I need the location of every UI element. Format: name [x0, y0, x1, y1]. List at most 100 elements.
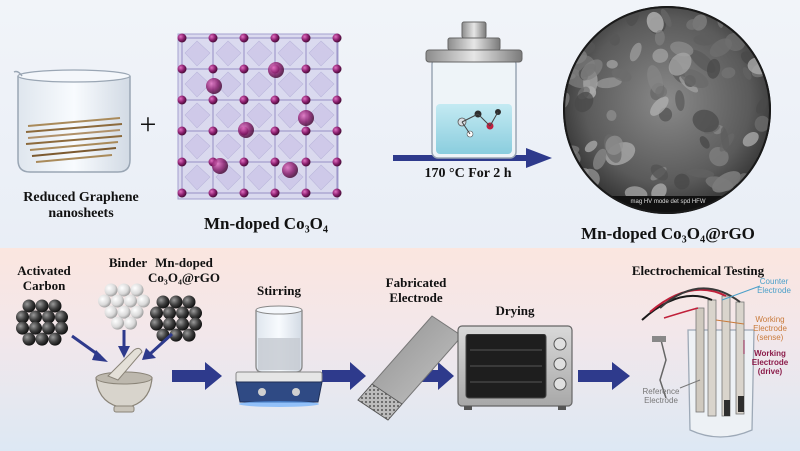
- fabricated-electrode: [357, 315, 463, 421]
- lattice-atom: [301, 157, 311, 167]
- octahedron: [308, 71, 335, 98]
- octahedron: [184, 102, 211, 129]
- ball: [182, 295, 196, 309]
- sem-particle: [754, 115, 770, 132]
- octahedron: [246, 71, 273, 98]
- sem-particle: [668, 52, 692, 76]
- ball: [98, 294, 111, 308]
- sem-particle: [611, 68, 632, 82]
- sem-particle: [679, 68, 709, 88]
- lattice-atom: [270, 95, 280, 105]
- lattice-atom: [270, 126, 280, 136]
- ball: [48, 332, 62, 346]
- ball: [48, 299, 62, 313]
- octahedron: [184, 40, 211, 67]
- sem-particle: [596, 77, 622, 89]
- ball: [104, 305, 118, 319]
- stirring-label: Stirring: [256, 283, 302, 298]
- sem-particle: [606, 59, 618, 69]
- crystal-lattice: [177, 33, 342, 200]
- sem-particle: [650, 164, 669, 181]
- lattice-atom: [332, 157, 342, 167]
- sem-particle: [706, 58, 721, 79]
- ball: [29, 310, 42, 324]
- sem-particle: [605, 135, 624, 155]
- lattice-atom: [177, 188, 187, 198]
- sem-particle: [720, 127, 730, 153]
- ball: [124, 316, 137, 330]
- ball: [35, 299, 49, 313]
- mix-arrows: [71, 330, 174, 362]
- lattice-atom: [239, 95, 249, 105]
- octahedron: [308, 102, 335, 129]
- product-label: Mn-doped Co₃O₄@rGO: [581, 224, 755, 243]
- sem-particle: [755, 170, 770, 185]
- octahedron: [246, 164, 273, 191]
- dopant-atom: [268, 62, 284, 78]
- lattice-atom: [301, 126, 311, 136]
- sem-particle: [650, 96, 669, 116]
- sem-particle: [705, 176, 734, 191]
- electrochemical-cell: [641, 285, 761, 438]
- sem-particle: [742, 21, 757, 35]
- sem-particle: [686, 18, 700, 30]
- ball: [117, 305, 131, 319]
- sem-particle: [674, 173, 690, 190]
- ball: [150, 317, 163, 331]
- lattice-atom: [208, 126, 218, 136]
- lattice-atom: [332, 95, 342, 105]
- sem-image: [563, 6, 771, 214]
- sem-particle: [568, 7, 596, 23]
- lattice-atom: [332, 33, 342, 43]
- sem-particle: [660, 8, 672, 27]
- ball: [22, 299, 36, 313]
- sem-particle: [580, 59, 603, 81]
- octahedron: [277, 40, 304, 67]
- lattice-atom: [208, 95, 218, 105]
- sem-particle: [654, 30, 665, 46]
- lattice-atom: [208, 33, 218, 43]
- ball: [111, 316, 124, 330]
- octahedron: [246, 102, 273, 129]
- sem-particle: [646, 11, 664, 33]
- octahedron: [184, 71, 211, 98]
- mortar-pestle: [95, 347, 153, 413]
- graphene-sheets: [25, 117, 123, 163]
- ball: [124, 294, 137, 308]
- octahedron: [246, 133, 273, 160]
- sem-particle: [609, 33, 620, 46]
- dopant-atom: [212, 158, 228, 174]
- sem-particle: [564, 39, 585, 47]
- working-drive-label: Working Electrode (drive): [751, 349, 789, 376]
- lattice-atom: [301, 33, 311, 43]
- sem-particle: [692, 109, 719, 133]
- lattice-atom: [177, 157, 187, 167]
- ball: [111, 294, 124, 308]
- dopant-atom: [238, 122, 254, 138]
- octahedron: [215, 133, 242, 160]
- ball: [55, 310, 68, 324]
- octahedron: [308, 40, 335, 67]
- lattice-atom: [177, 33, 187, 43]
- ball: [16, 321, 29, 335]
- ball: [169, 328, 183, 342]
- dopant-atom: [282, 162, 298, 178]
- ball: [16, 310, 29, 324]
- sem-particle: [629, 42, 642, 62]
- octahedron: [184, 164, 211, 191]
- ball: [176, 317, 189, 331]
- lattice-atom: [301, 188, 311, 198]
- lattice-atom: [270, 33, 280, 43]
- sem-particle: [593, 148, 607, 170]
- ball: [35, 332, 49, 346]
- sem-particle: [751, 7, 768, 18]
- octahedron: [246, 40, 273, 67]
- sem-particle: [574, 91, 594, 113]
- sem-particle: [655, 85, 668, 98]
- sem-particle: [693, 34, 715, 46]
- sem-particle: [742, 131, 759, 147]
- lattice-atom: [332, 64, 342, 74]
- ball: [22, 332, 36, 346]
- lattice-atom: [239, 188, 249, 198]
